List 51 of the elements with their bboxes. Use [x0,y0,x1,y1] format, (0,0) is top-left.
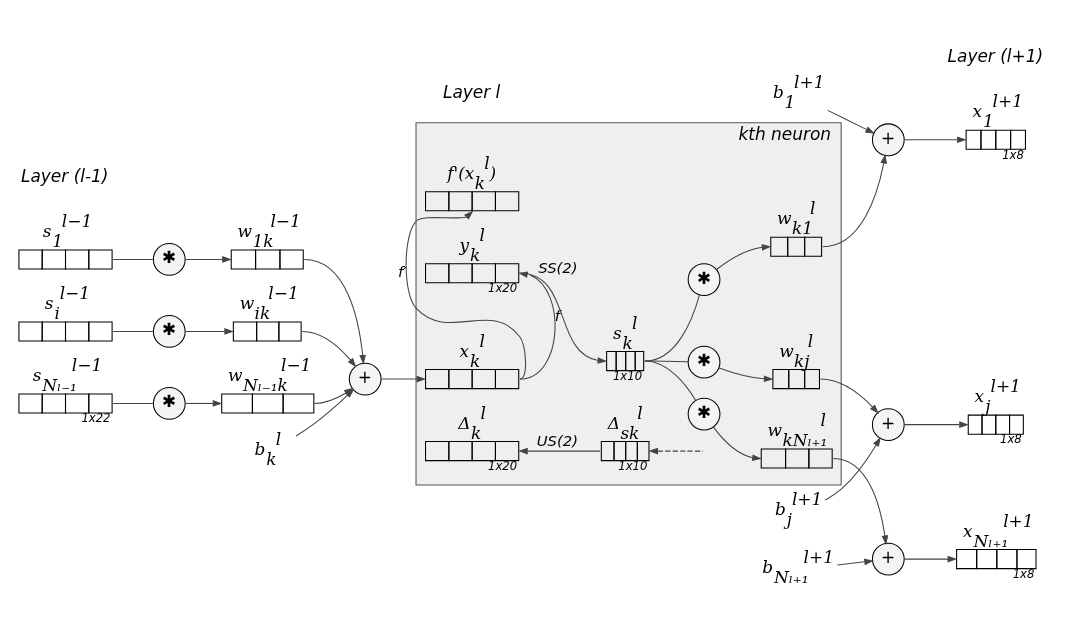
arrow [832,457,889,545]
edge-label: f′ [398,262,407,280]
connector [112,258,154,260]
connector [112,330,154,332]
node-label: 1x8 [1012,566,1035,581]
node-label: 1x20 [488,280,518,295]
edge-label: f [554,306,560,324]
arrow [380,375,427,382]
node-label: 1x20 [488,458,518,473]
arrow [820,378,879,414]
node-label: 1x10 [618,458,648,473]
label: Layer (l+1) [947,45,1044,66]
node-circle: ✱ [152,314,186,348]
arrow [718,366,774,382]
arrow [822,153,887,247]
arrow [185,255,232,263]
node-circle: + [871,122,905,156]
arrow [824,436,881,501]
arrow [184,399,223,407]
edge-label: US(2) [536,431,578,449]
node-label: 1x22 [81,410,111,425]
label: Layer l [443,81,501,102]
node-circle: + [871,407,905,441]
arrow [185,327,234,335]
arrow [716,243,772,270]
arrow [904,555,958,562]
node-circle: ✱ [687,262,721,296]
node-circle: + [348,362,382,395]
arrow [303,258,366,365]
arrow [827,109,875,134]
node-circle: ✱ [152,386,186,420]
connector [644,293,700,362]
connector [112,402,154,404]
arrow [518,447,601,454]
edge-label: SS(2) [538,258,578,276]
arrow [301,330,357,367]
node-circle: ✱ [152,242,186,276]
arrow [903,420,969,428]
node-circle: ✱ [687,397,721,430]
arrow [903,135,967,143]
arrow [648,447,704,454]
arrow [713,426,762,461]
node-circle: + [871,542,905,576]
connector [644,360,689,362]
node-label: 1x10 [612,368,643,383]
arrow [836,558,874,565]
label: Layer (l-1) [21,165,109,186]
node-label: 1x8 [1002,147,1024,162]
connector [644,360,697,401]
node-circle: ✱ [687,345,721,379]
node-label: 1x8 [1000,431,1022,446]
